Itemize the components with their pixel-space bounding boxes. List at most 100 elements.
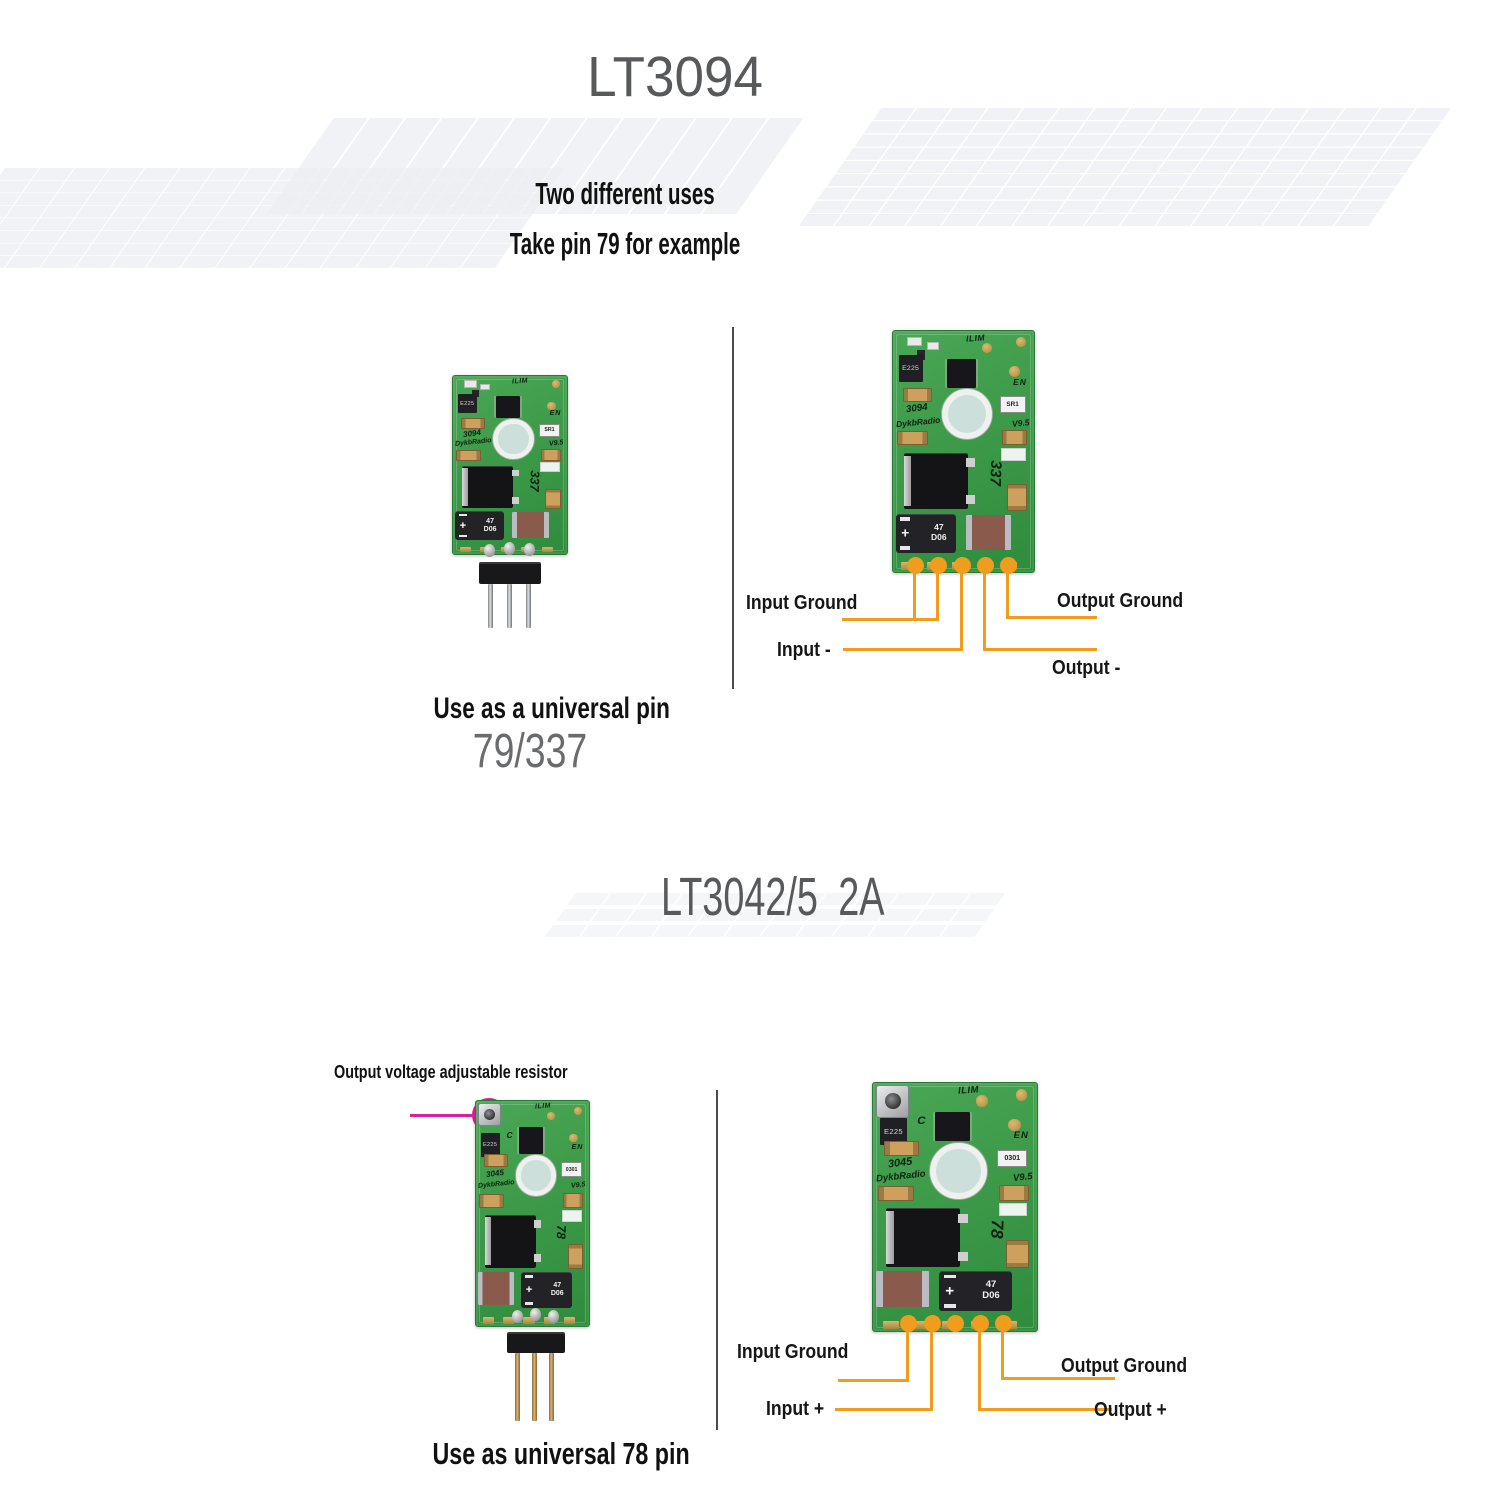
annotation-line xyxy=(838,1379,909,1382)
annotation-line xyxy=(842,618,939,621)
capacitor xyxy=(545,489,562,509)
pcb-lt3094-with-pins: ILIM E225 EN 3094 SR1 DykbRadio V9.5 337… xyxy=(452,375,568,555)
pin-label-input-ground: Input Ground xyxy=(746,592,858,614)
gold-pad xyxy=(1015,1089,1028,1101)
cap-code: D06 xyxy=(483,525,497,533)
annotation-line xyxy=(960,570,963,651)
cap-value: 47 xyxy=(553,1281,562,1289)
pin-dot xyxy=(924,1315,941,1332)
header-pin xyxy=(549,1353,554,1421)
transistor-leg xyxy=(965,495,975,504)
capacitor xyxy=(999,1184,1029,1201)
capacitor xyxy=(479,1194,505,1208)
gold-pad xyxy=(569,1133,578,1143)
plus-mark: + xyxy=(901,525,910,541)
solder-joint xyxy=(504,542,515,555)
annotation-line xyxy=(1006,570,1009,619)
silkscreen-en: EN xyxy=(571,1143,584,1151)
transistor-tab xyxy=(485,1217,491,1265)
solder-pad xyxy=(482,1316,495,1324)
transistor-tab xyxy=(886,1211,895,1264)
capacitor xyxy=(483,1153,508,1168)
solder-joint xyxy=(530,1308,541,1321)
caption-universal-pin: Use as a universal pin xyxy=(433,692,670,725)
pin-dot xyxy=(947,1315,964,1332)
capacitor xyxy=(567,1243,584,1269)
annotation-line xyxy=(1001,1328,1004,1380)
silkscreen-78: 78 xyxy=(987,1219,1007,1240)
component-0301: 0301 xyxy=(997,1149,1028,1167)
chip-label: E225 xyxy=(884,1126,903,1136)
section1-title: LT3094 xyxy=(587,45,763,109)
pin-header-base xyxy=(507,1332,565,1353)
solder-joint xyxy=(524,543,535,556)
pin-dot xyxy=(977,557,994,574)
silkscreen-version: V9.5 xyxy=(1012,1171,1033,1185)
part-label: 0301 xyxy=(1004,1154,1021,1163)
component-e225: E225 xyxy=(480,1132,500,1158)
pcb-lt3094-annotated: ILIM E225 EN 3094 SR1 DykbRadio V9.5 337… xyxy=(892,330,1035,573)
smd-part xyxy=(916,350,926,360)
capacitor xyxy=(456,449,482,461)
pin-label-input-ground: Input Ground xyxy=(737,1341,849,1363)
silkscreen-brand: DykbRadio xyxy=(875,1168,927,1185)
watermark-pattern xyxy=(798,108,1452,226)
header-pin xyxy=(515,1353,520,1421)
part-label: 0301 xyxy=(565,1166,578,1173)
header-pin xyxy=(532,1353,537,1421)
chip-label: E225 xyxy=(902,364,920,372)
gold-pad xyxy=(976,1095,988,1107)
pin-dot xyxy=(930,557,947,574)
pin-label-output-ground: Output Ground xyxy=(1061,1355,1188,1377)
pin-label-input-neg: Input - xyxy=(777,639,831,661)
silkscreen-model: 3094 xyxy=(905,402,929,416)
silkscreen-ilim: ILIM xyxy=(512,377,529,386)
silkscreen-en: EN xyxy=(1013,376,1027,387)
silkscreen-en: EN xyxy=(1013,1130,1029,1142)
gold-pad xyxy=(574,1106,583,1115)
pin-label-output-ground: Output Ground xyxy=(1057,590,1184,612)
component-sr1: SR1 xyxy=(538,424,561,437)
annotation-line-magenta xyxy=(410,1114,474,1117)
pin-dot xyxy=(995,1315,1012,1332)
solder-joint xyxy=(512,1310,523,1323)
power-transistor xyxy=(904,452,975,510)
smd-part xyxy=(1001,447,1026,461)
header-pin xyxy=(526,584,531,628)
smd-part xyxy=(539,462,561,473)
gold-pad xyxy=(981,343,992,353)
regulator-ic xyxy=(946,358,977,388)
mounting-hole xyxy=(942,388,993,439)
capacitor xyxy=(460,417,485,429)
transistor-leg xyxy=(965,458,975,467)
capacitor xyxy=(884,1141,919,1157)
silkscreen-model: 3045 xyxy=(887,1155,913,1171)
solder-joint xyxy=(548,1310,559,1323)
cap-value: 47 xyxy=(934,522,944,533)
annotation-line xyxy=(1007,616,1097,619)
capacitor xyxy=(1001,429,1027,446)
pin-header-base xyxy=(479,562,541,584)
annotation-line xyxy=(978,1408,1112,1411)
solder-pad xyxy=(882,1320,900,1329)
section2-title: LT3042/5 2A xyxy=(661,867,885,927)
pin-dot xyxy=(1000,557,1017,574)
pin-label-output-pos: Output + xyxy=(1094,1399,1167,1421)
transistor-leg xyxy=(511,497,520,504)
transistor-leg xyxy=(957,1251,969,1261)
mlcc-capacitor xyxy=(478,1272,515,1305)
annotation-line xyxy=(983,570,986,651)
annotation-line xyxy=(985,648,1097,651)
solder-joint xyxy=(484,544,495,557)
smd-resistor xyxy=(907,337,922,347)
silkscreen-brand: DykbRadio xyxy=(895,414,941,429)
silkscreen-c: C xyxy=(917,1115,926,1128)
pin-dot xyxy=(900,1315,917,1332)
regulator-ic xyxy=(935,1111,970,1142)
smd-resistor xyxy=(464,380,477,388)
cap-value: 47 xyxy=(486,517,494,525)
